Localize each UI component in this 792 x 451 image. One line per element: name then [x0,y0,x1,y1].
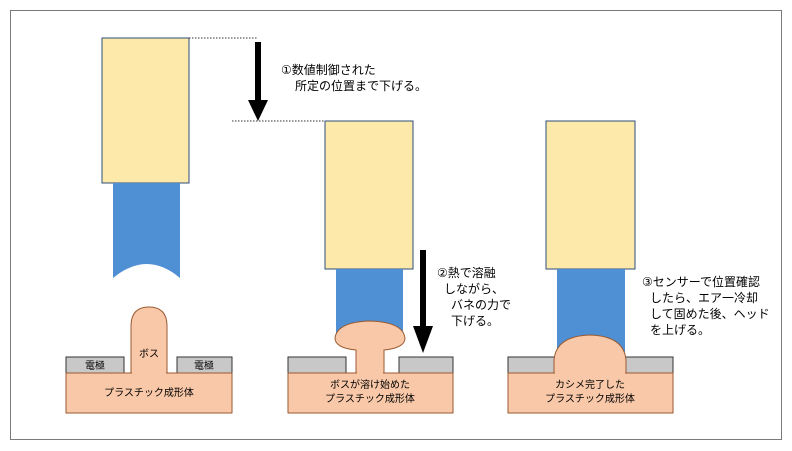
heater-head-yellow [545,120,636,270]
step-2-line-2: しながら、 [444,281,504,296]
plastic-body [287,372,454,414]
heater-tip-blue [113,183,180,278]
step-3-line-3: して固めた後、ヘッド [650,307,770,321]
crimped-boss [553,334,627,374]
step-1-line-1: ①数値制御された [281,62,376,77]
down-arrow-2 [413,250,433,353]
plastic-body [65,372,233,414]
heater-head-yellow [101,37,190,184]
stage-3: カシメ完了した プラスチック成形体 [507,120,674,414]
electrode-right [398,356,454,374]
body-label-line-2: プラスチック成形体 [545,393,635,405]
down-arrow-1 [248,42,268,121]
step-3-line-4: を上げる。 [650,323,710,337]
heater-head-yellow [324,120,414,270]
stage-2: ボスが溶け始めた プラスチック成形体 [287,120,454,414]
body-label-line-1: ボスが溶け始めた [330,378,410,391]
melting-boss [334,320,406,374]
electrode-right-label: 電極 [194,359,214,372]
step-3-line-1: ③センサーで位置確認 [642,274,760,289]
plastic-body [507,372,674,414]
electrode-left-label: 電極 [85,359,105,372]
body-label: プラスチック成形体 [104,387,194,399]
stage-1: 電極 電極 ボス プラスチック成形体 [65,37,233,414]
step-2-line-1: ②熱で溶融 [437,265,496,280]
step-3-line-2: したら、エア一冷却 [650,291,758,305]
boss-label: ボス [139,348,159,360]
step-2-line-4: 下げる。 [451,314,499,328]
step-1-line-2: 所定の位置まで下げる。 [295,78,427,93]
body-label-line-1: カシメ完了した [555,378,625,391]
heater-tip-blue [336,269,403,338]
body-label-line-2: プラスチック成形体 [325,393,415,405]
heater-tip-blue [557,269,625,352]
step-2-line-3: バネの力で [451,298,511,312]
boss [130,306,168,374]
electrode-left [287,356,347,374]
